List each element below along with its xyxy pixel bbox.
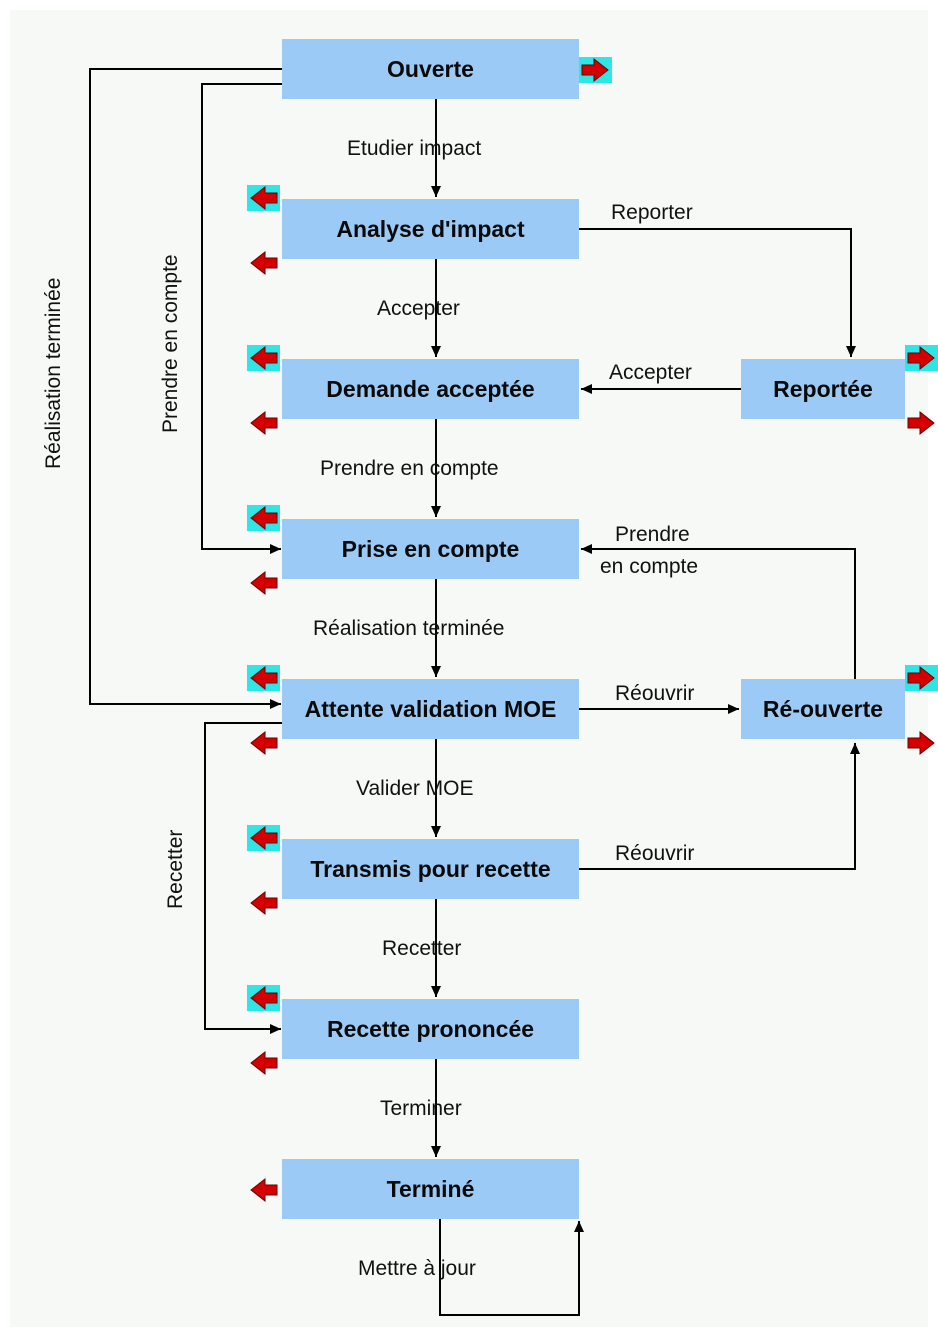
state-label: Attente validation MOE: [304, 695, 557, 722]
previous-arrow-icon[interactable]: [247, 890, 280, 916]
state-prise-en-compte[interactable]: Prise en compte: [282, 519, 579, 579]
state-ouverte[interactable]: Ouverte: [282, 39, 579, 99]
transition-label-etudier-impact: Etudier impact: [347, 137, 482, 160]
next-arrow-icon[interactable]: [579, 57, 612, 83]
previous-arrow-icon[interactable]: [247, 1177, 280, 1203]
transition-label-realisation-terminee: Réalisation terminée: [313, 617, 505, 640]
arrow-reouverte-prise: [581, 544, 856, 679]
state-label: Transmis pour recette: [310, 855, 551, 882]
state-reouverte[interactable]: Ré-ouverte: [741, 679, 905, 739]
transition-label-terminer: Terminer: [380, 1097, 462, 1120]
state-reportee[interactable]: Reportée: [741, 359, 905, 419]
state-label: Reportée: [773, 375, 873, 402]
transition-label-prendre-en-compte-vertical: Prendre en compte: [159, 254, 182, 433]
transition-label-reouvrir-transmis: Réouvrir: [615, 842, 695, 865]
transition-label-prendre: Prendre: [615, 523, 690, 546]
previous-arrow-icon[interactable]: [247, 665, 280, 691]
state-label: Recette prononcée: [326, 1015, 535, 1042]
previous-arrow-icon[interactable]: [247, 985, 280, 1011]
state-recette-prononcee[interactable]: Recette prononcée: [282, 999, 579, 1059]
arrow-transmis-reouverte: [579, 743, 860, 870]
arrow-termine-loop: [439, 1219, 584, 1316]
state-label: Ré-ouverte: [762, 695, 884, 722]
transition-label-recetter-vertical: Recetter: [164, 829, 187, 909]
state-transmis-recette[interactable]: Transmis pour recette: [282, 839, 579, 899]
previous-arrow-icon[interactable]: [247, 570, 280, 596]
state-termine[interactable]: Terminé: [282, 1159, 579, 1219]
arrow-ouverte-attente: [89, 68, 282, 709]
arrow-analyse-reportee: [579, 228, 856, 357]
previous-arrow-icon[interactable]: [247, 1050, 280, 1076]
transition-label-recetter: Recetter: [382, 937, 462, 960]
state-analyse-impact[interactable]: Analyse d'impact: [282, 199, 579, 259]
previous-arrow-icon[interactable]: [247, 345, 280, 371]
state-label: Ouverte: [387, 55, 474, 82]
state-label: Prise en compte: [341, 535, 520, 562]
transition-label-reporter: Reporter: [611, 201, 693, 224]
next-arrow-icon[interactable]: [905, 730, 938, 756]
previous-arrow-icon[interactable]: [247, 825, 280, 851]
next-arrow-icon[interactable]: [905, 345, 938, 371]
transition-label-realisation-terminee-vertical: Réalisation terminée: [42, 277, 65, 469]
state-attente-validation[interactable]: Attente validation MOE: [282, 679, 579, 739]
transition-label-accepter: Accepter: [377, 297, 460, 320]
previous-arrow-icon[interactable]: [247, 185, 280, 211]
next-arrow-icon[interactable]: [905, 665, 938, 691]
transition-label-en-compte: en compte: [600, 555, 699, 578]
next-arrow-icon[interactable]: [905, 410, 938, 436]
state-label: Analyse d'impact: [336, 215, 525, 242]
transition-label-reouvrir: Réouvrir: [615, 682, 695, 705]
previous-arrow-icon[interactable]: [247, 730, 280, 756]
previous-arrow-icon[interactable]: [247, 505, 280, 531]
transition-label-prendre-en-compte: Prendre en compte: [320, 457, 499, 480]
transition-label-valider-moe: Valider MOE: [356, 777, 474, 800]
arrow-ouverte-prise: [201, 83, 282, 554]
transition-label-accepter-reportee: Accepter: [609, 361, 692, 384]
transition-label-mettre-a-jour: Mettre à jour: [358, 1257, 476, 1280]
state-label: Terminé: [386, 1175, 475, 1202]
state-label: Demande acceptée: [326, 375, 535, 402]
state-demande-acceptee[interactable]: Demande acceptée: [282, 359, 579, 419]
arrow-attente-recette: [204, 722, 282, 1034]
previous-arrow-icon[interactable]: [247, 250, 280, 276]
previous-arrow-icon[interactable]: [247, 410, 280, 436]
